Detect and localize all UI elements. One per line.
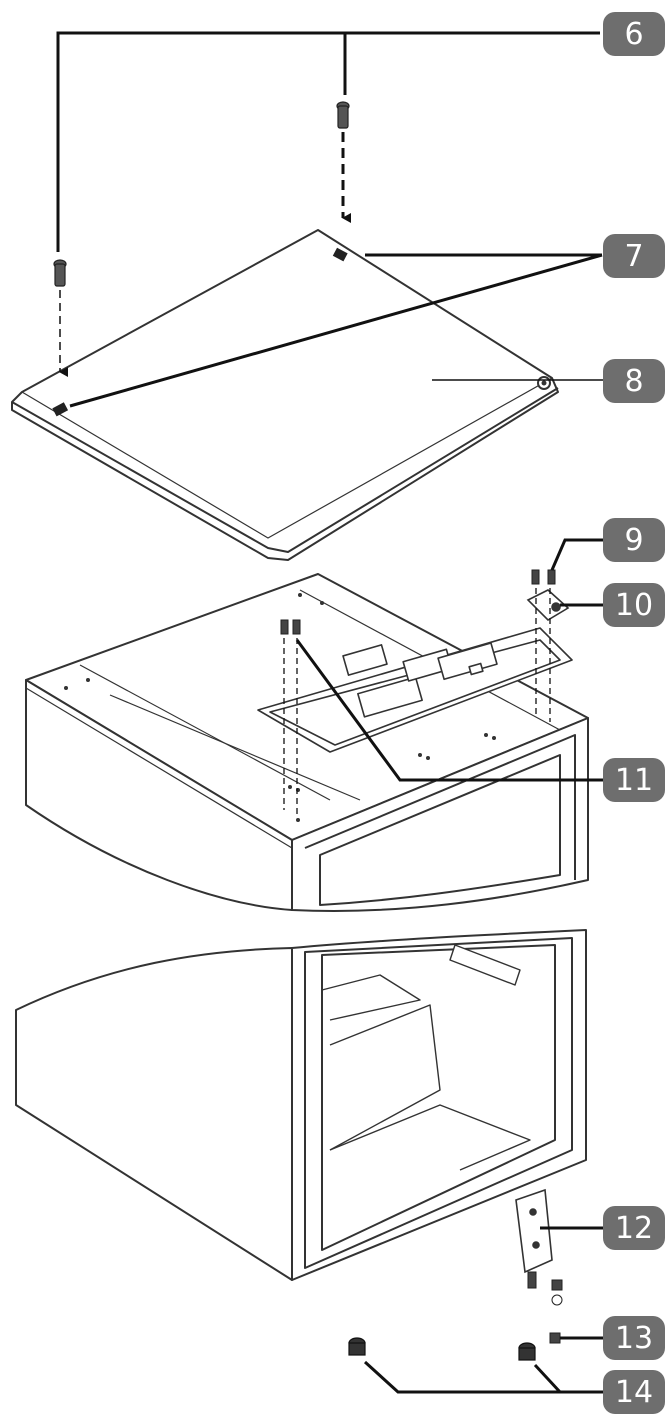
callout-9: 9 bbox=[603, 518, 665, 562]
top-cover-panel bbox=[11, 229, 559, 561]
callout-10: 10 bbox=[603, 583, 665, 627]
callout-layer: 6 7 8 9 10 11 12 13 bbox=[603, 12, 665, 1414]
callout-6: 6 bbox=[603, 12, 665, 56]
callout-9-label: 9 bbox=[624, 523, 643, 558]
screws-11 bbox=[280, 619, 301, 635]
leader-9 bbox=[550, 538, 605, 571]
control-panel-bracket bbox=[257, 627, 573, 753]
callout-8: 8 bbox=[603, 359, 665, 403]
leader-7 bbox=[69, 253, 603, 408]
dashed-guides-9 bbox=[535, 588, 551, 722]
callout-13-label: 13 bbox=[615, 1321, 653, 1356]
cover-pad-front bbox=[52, 402, 69, 417]
callout-14-label: 14 bbox=[615, 1375, 653, 1410]
callout-11-label: 11 bbox=[615, 763, 653, 798]
callout-7: 7 bbox=[603, 234, 665, 278]
bottom-hinge-12 bbox=[515, 1188, 553, 1274]
screw-13 bbox=[549, 1332, 561, 1344]
cabinet-upper bbox=[25, 573, 589, 912]
hinge-screws bbox=[527, 1271, 563, 1306]
cover-pad-rear bbox=[332, 247, 348, 262]
screws-9 bbox=[531, 569, 556, 585]
top-holes bbox=[64, 593, 496, 822]
callout-12: 12 bbox=[603, 1206, 665, 1250]
callout-8-label: 8 bbox=[624, 364, 643, 399]
leader-11 bbox=[295, 639, 605, 782]
screw-front bbox=[53, 259, 67, 287]
callout-10-label: 10 bbox=[615, 588, 653, 623]
top-hinge-10 bbox=[526, 589, 570, 622]
callout-6-label: 6 bbox=[624, 17, 643, 52]
feet-14 bbox=[348, 1337, 536, 1361]
callout-13: 13 bbox=[603, 1316, 665, 1360]
leader-14b bbox=[533, 1363, 562, 1394]
callout-7-label: 7 bbox=[624, 239, 643, 274]
leader-14 bbox=[363, 1360, 605, 1394]
cabinet-lower bbox=[15, 929, 587, 1281]
callout-14: 14 bbox=[603, 1370, 665, 1414]
screw-rear bbox=[336, 101, 350, 129]
callout-11: 11 bbox=[603, 758, 665, 802]
dashed-guides-11 bbox=[283, 638, 298, 815]
callout-12-label: 12 bbox=[615, 1211, 653, 1246]
leader-6 bbox=[56, 31, 600, 252]
